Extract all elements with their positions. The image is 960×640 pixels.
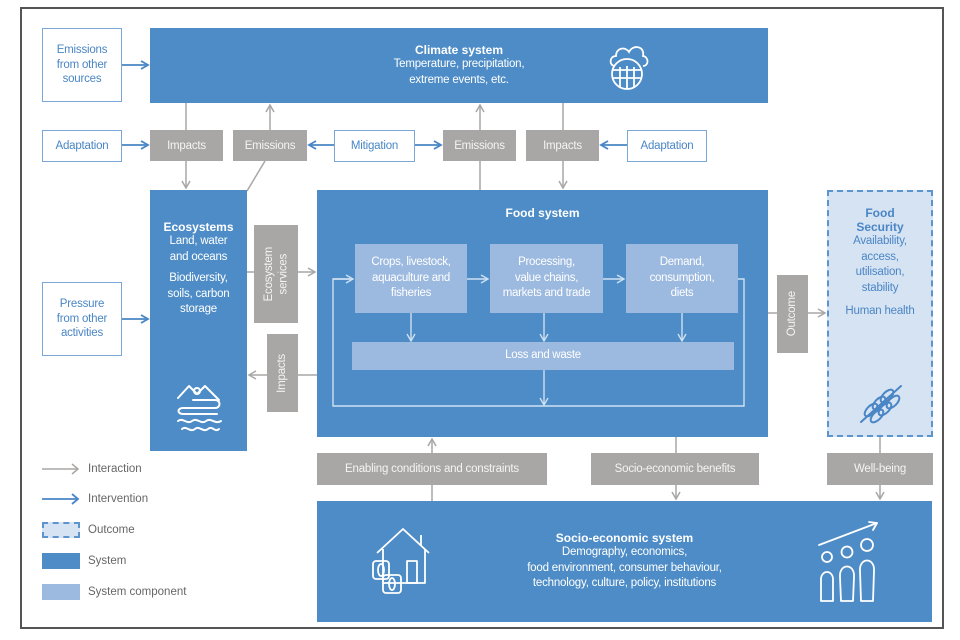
ecosystems-line1: Land, water: [169, 235, 228, 247]
food-security-title2: Security: [856, 220, 904, 234]
legend-label: Interaction: [88, 463, 142, 475]
demand-line2: consumption,: [649, 271, 715, 284]
enabling-conditions-text: Enabling conditions and constraints: [345, 463, 519, 475]
impacts-left-text: Impacts: [167, 139, 206, 152]
ecosystem-services-line2: services: [277, 253, 289, 295]
food-component-processing: Processing, value chains, markets and tr…: [490, 244, 603, 313]
legend-label: System component: [88, 586, 187, 598]
emissions-other-line2: from other: [56, 58, 108, 71]
mountains-water-icon: [177, 385, 222, 432]
legend-label: System: [88, 555, 127, 567]
pressure-line3: activities: [60, 327, 104, 340]
food-system-title: Food system: [505, 206, 580, 220]
climate-system-line2: extreme events, etc.: [409, 73, 509, 86]
socio-economic-benefits-label: Socio-economic benefits: [591, 453, 759, 485]
impacts-eco-label: Impacts: [267, 334, 298, 412]
socio-economic-line1: Demography, economics,: [561, 546, 688, 559]
house-icon: [372, 528, 430, 594]
wheat-icon: [860, 385, 902, 424]
component-swatch: [42, 584, 80, 600]
mitigation-label: Mitigation: [350, 139, 399, 152]
food-system-flow: [332, 274, 745, 407]
climate-system-box: Climate system Temperature, precipitatio…: [150, 28, 768, 103]
adaptation-left-box: Adaptation: [42, 130, 122, 162]
pressure-line2: from other: [56, 312, 108, 325]
crops-line3: fisheries: [390, 287, 432, 300]
outcome-label: Outcome: [777, 275, 808, 353]
food-system-box: Food system Crops, livestock, aquacultur…: [317, 190, 768, 437]
legend-label: Outcome: [88, 524, 135, 536]
emissions-left-label: Emissions: [233, 130, 307, 161]
well-being-label: Well-being: [827, 453, 933, 485]
legend-item-system: System: [42, 553, 126, 569]
pressure-other-activities-box: Pressure from other activities: [42, 282, 122, 356]
emissions-other-line3: sources: [62, 73, 102, 86]
socio-economic-system-box: Socio-economic system Demography, econom…: [317, 501, 932, 622]
socio-economic-title: Socio-economic system: [555, 531, 694, 546]
pressure-line1: Pressure: [59, 297, 105, 310]
ecosystem-services-label: Ecosystem services: [254, 225, 298, 323]
impacts-left-label: Impacts: [150, 130, 223, 161]
dashed-box-swatch: [42, 522, 80, 538]
food-component-crops: Crops, livestock, aquaculture and fisher…: [355, 244, 467, 313]
food-component-demand: Demand, consumption, diets: [626, 244, 738, 313]
emissions-right-text: Emissions: [454, 139, 505, 152]
blue-arrow-icon: [42, 493, 80, 505]
emissions-other-sources-box: Emissions from other sources: [42, 28, 122, 102]
impacts-right-text: Impacts: [543, 139, 582, 152]
adaptation-right-label: Adaptation: [640, 139, 694, 152]
ecosystems-line2: and oceans: [169, 250, 228, 263]
ecosystem-services-line1: Ecosystem: [262, 246, 275, 302]
food-security-title1: Food: [865, 206, 895, 220]
emissions-left-text: Emissions: [244, 139, 296, 152]
climate-system-line1: Temperature, precipitation,: [393, 57, 525, 70]
food-security-box: Food Security Availability, access, util…: [827, 190, 933, 437]
human-health-label: Human health: [845, 305, 915, 318]
food-security-line3: utilisation,: [855, 266, 905, 279]
processing-line2: value chains,: [514, 271, 579, 284]
demand-line3: diets: [670, 287, 694, 300]
processing-line3: markets and trade: [502, 287, 591, 300]
well-being-text: Well-being: [853, 463, 907, 475]
ecosystems-line4: soils, carbon: [167, 287, 230, 300]
legend-item-intervention: Intervention: [42, 492, 148, 506]
impacts-eco-text: Impacts: [276, 353, 289, 393]
loss-and-waste-box: Loss and waste: [352, 342, 734, 370]
ecosystems-line3: Biodiversity,: [169, 272, 228, 285]
socio-economic-benefits-text: Socio-economic benefits: [614, 463, 736, 475]
enabling-conditions-label: Enabling conditions and constraints: [317, 453, 547, 485]
legend-item-system-component: System component: [42, 584, 186, 600]
socio-economic-line2: food environment, consumer behaviour,: [527, 561, 722, 574]
mitigation-box: Mitigation: [334, 130, 415, 162]
emissions-other-line1: Emissions: [56, 43, 108, 56]
processing-line1: Processing,: [518, 256, 575, 269]
crops-line2: aquaculture and: [372, 271, 450, 284]
legend-item-interaction: Interaction: [42, 462, 142, 476]
emissions-right-label: Emissions: [443, 130, 516, 161]
legend-item-outcome: Outcome: [42, 522, 135, 538]
ecosystems-title: Ecosystems: [163, 220, 234, 234]
food-security-line2: access,: [861, 250, 899, 263]
loss-and-waste-label: Loss and waste: [505, 349, 581, 362]
ecosystems-line5: storage: [180, 303, 217, 316]
growing-people-icon: [818, 521, 878, 602]
socio-economic-line3: technology, culture, policy, institution…: [532, 577, 717, 590]
system-swatch: [42, 553, 80, 569]
outcome-text: Outcome: [786, 291, 799, 337]
crops-line1: Crops, livestock,: [371, 256, 451, 269]
grey-arrow-icon: [42, 463, 80, 475]
cloud-globe-icon: [609, 46, 649, 90]
impacts-right-label: Impacts: [526, 130, 599, 161]
demand-line1: Demand,: [659, 256, 705, 269]
food-security-line4: stability: [861, 281, 899, 294]
ecosystems-box: Ecosystems Land, water and oceans Biodiv…: [150, 190, 247, 451]
climate-system-title: Climate system: [414, 42, 504, 57]
adaptation-left-label: Adaptation: [55, 139, 109, 152]
adaptation-right-box: Adaptation: [627, 130, 707, 162]
food-security-line1: Availability,: [853, 235, 907, 247]
diagram-frame: [20, 7, 944, 629]
legend-label: Intervention: [88, 493, 149, 505]
